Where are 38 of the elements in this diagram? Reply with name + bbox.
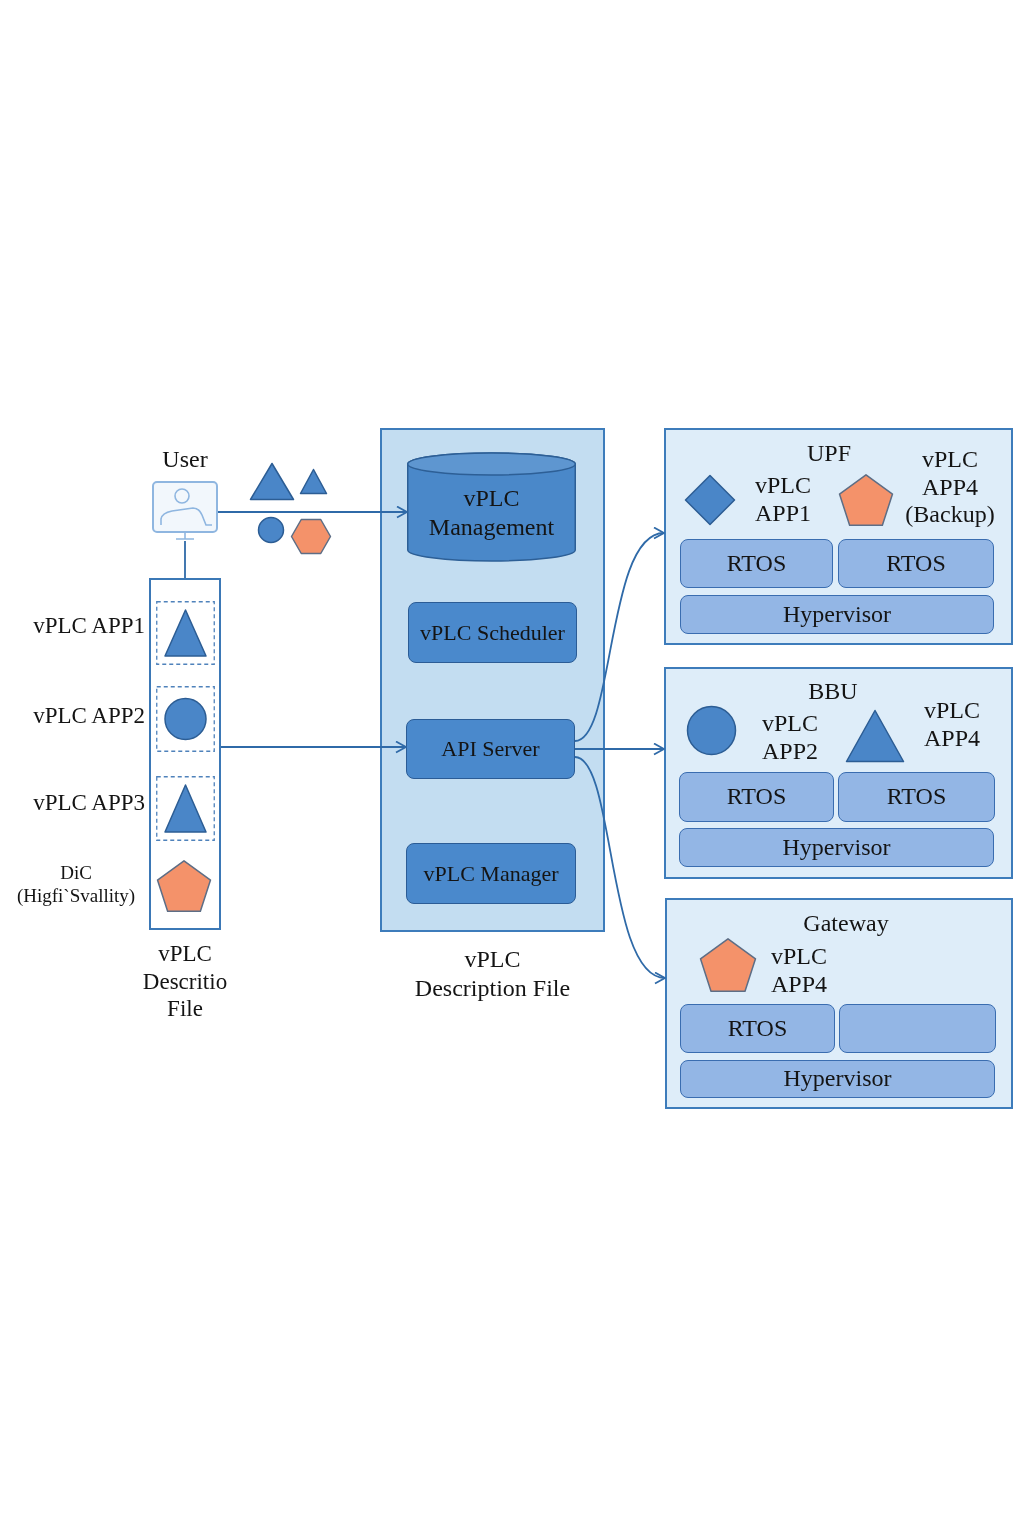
device-title: UPF [806,440,852,468]
group-panel [380,428,605,932]
arrow [220,740,407,754]
process-box: vPLC Manager [406,843,576,904]
caption-text: vPLC Description File [413,945,572,1003]
app-label: vPLC APP1 [754,472,812,528]
device-panel [665,898,1013,1109]
layer-block: Hypervisor [680,1060,995,1098]
device-title: BBU [807,678,859,706]
layer-block: RTOS [680,539,833,588]
process-box: API Server [406,719,575,779]
layer-block: Hypervisor [680,595,994,634]
process-box: vPLC Scheduler [408,602,577,663]
app-label: vPLC APP2 [761,710,819,766]
layer-block: RTOS [680,1004,835,1053]
database-cylinder: vPLC Management [407,452,576,562]
caption-text: DiC (Higfi`Svallity) [15,862,137,908]
layer-block: RTOS [679,772,834,822]
device-panel [664,667,1013,879]
arrow [217,505,408,519]
arrow [574,529,665,742]
device-title: Gateway [802,910,890,938]
app-label: vPLC APP4 (Backup) [904,446,996,529]
connector-line [184,540,186,579]
layer-block: Hypervisor [679,828,994,867]
app-label: vPLC APP4 [923,697,981,753]
layer-block: RTOS [838,539,994,588]
caption-text: vPLC APP2 [32,702,145,730]
caption-text: vPLC Descritio File [141,940,229,1023]
user-label: User [162,445,208,474]
file-column [149,578,221,930]
arrow [574,742,665,756]
caption-text: vPLC APP1 [32,612,145,640]
app-label: vPLC APP4 [770,943,828,999]
layer-block: RTOS [838,772,995,822]
device-panel [664,428,1013,645]
caption-text: vPLC APP3 [32,789,145,817]
layer-block [839,1004,996,1053]
